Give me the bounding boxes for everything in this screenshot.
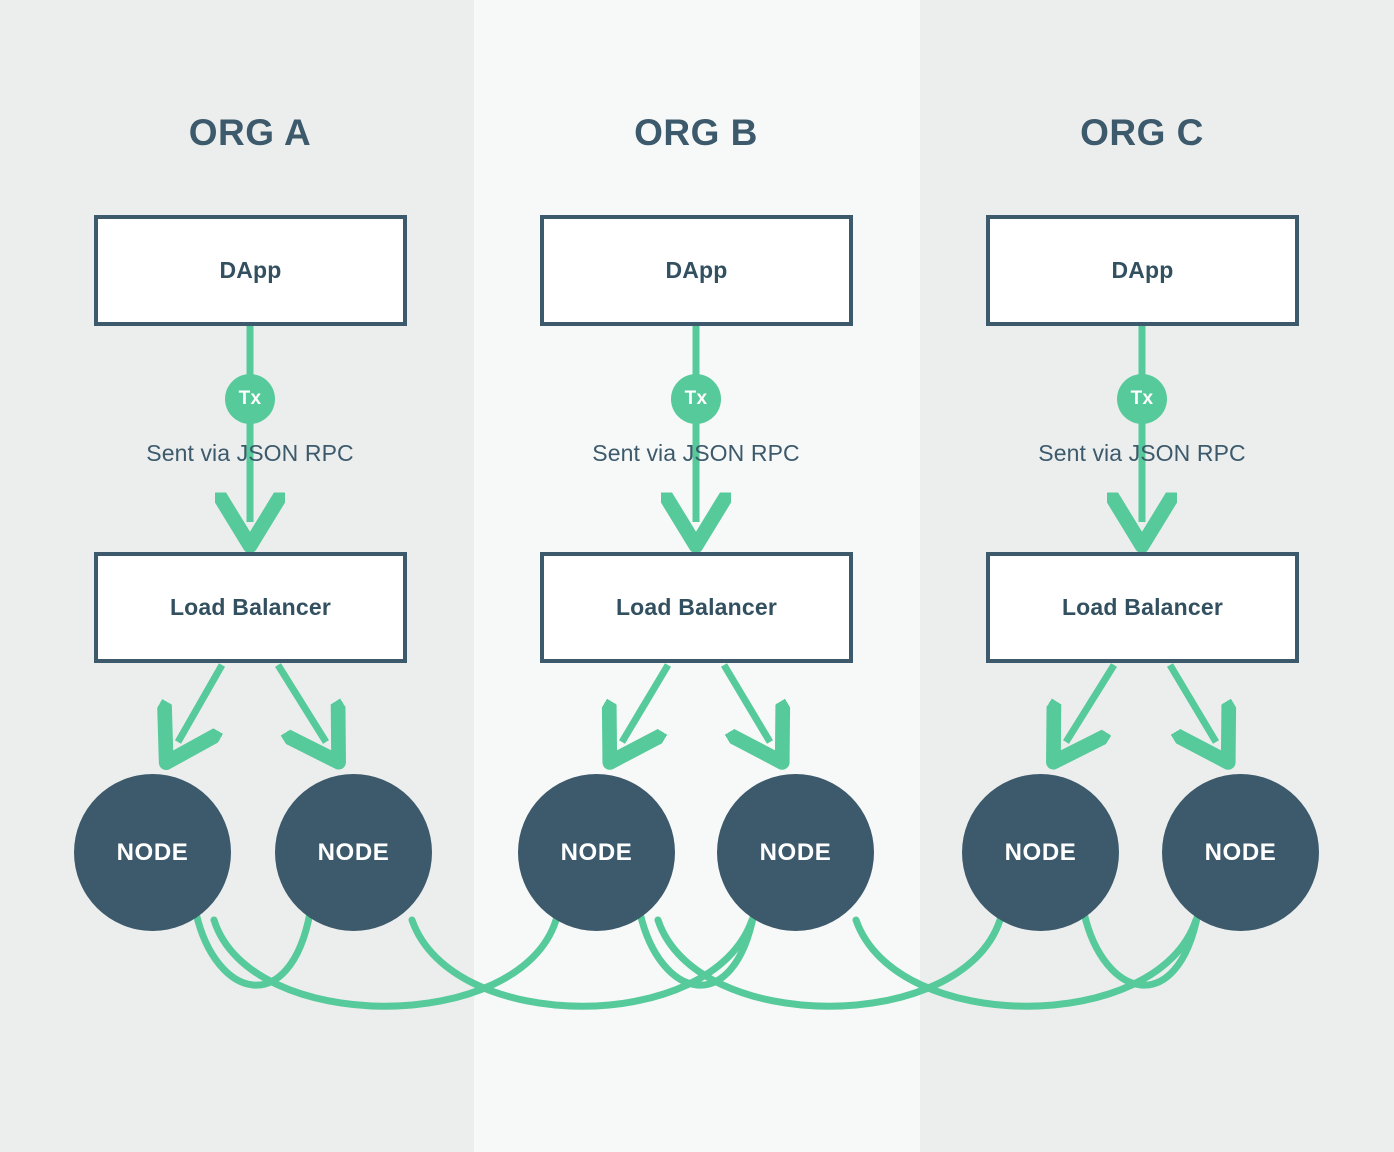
node-label: NODE xyxy=(116,838,189,866)
node-icon-org-a-1[interactable]: NODE xyxy=(74,774,231,931)
load-balancer-label: Load Balancer xyxy=(169,594,332,620)
lb-to-node-arrows-org-a xyxy=(178,663,326,742)
dapp-label: DApp xyxy=(219,257,282,283)
dapp-label: DApp xyxy=(1111,257,1174,283)
tx-badge-label: Tx xyxy=(238,388,262,409)
peer-connection-curve-icon xyxy=(852,916,1200,1010)
peer-connection-curve-icon xyxy=(192,909,314,989)
node-icon-org-c-1[interactable]: NODE xyxy=(962,774,1119,931)
node-icon-org-b-2[interactable]: NODE xyxy=(717,774,874,931)
lb-to-node-arrows-org-b xyxy=(622,663,770,742)
node-label: NODE xyxy=(1204,838,1277,866)
node-icon-org-a-2[interactable]: NODE xyxy=(275,774,432,931)
transaction-badge-icon-org-a: Tx xyxy=(225,374,275,424)
node-label: NODE xyxy=(1004,838,1077,866)
node-label: NODE xyxy=(317,838,390,866)
dapp-label: DApp xyxy=(665,257,728,283)
node-label: NODE xyxy=(560,838,633,866)
dapp-box-org-c[interactable]: DApp xyxy=(986,215,1299,326)
load-balancer-box-org-c[interactable]: Load Balancer xyxy=(986,552,1299,663)
peer-connection-curve-icon xyxy=(636,909,758,989)
rpc-label-org-b: Sent via JSON RPC xyxy=(592,440,800,466)
transaction-badge-icon-org-c: Tx xyxy=(1117,374,1167,424)
load-balancer-label: Load Balancer xyxy=(615,594,778,620)
peer-connection-curve-icon xyxy=(408,916,756,1010)
rpc-label-org-c: Sent via JSON RPC xyxy=(1038,440,1246,466)
peer-connection-curve-icon xyxy=(654,916,1004,1010)
load-balancer-label: Load Balancer xyxy=(1061,594,1224,620)
tx-badge-label: Tx xyxy=(684,388,708,409)
dapp-box-org-b[interactable]: DApp xyxy=(540,215,853,326)
lb-to-node-arrows-org-c xyxy=(1066,663,1216,742)
org-title-a: ORG A xyxy=(188,112,312,153)
peer-connection-curves xyxy=(192,909,1202,1010)
load-balancer-box-org-b[interactable]: Load Balancer xyxy=(540,552,853,663)
peer-connection-curve-icon xyxy=(1080,909,1202,989)
peer-connection-curve-icon xyxy=(210,916,560,1010)
load-balancer-box-org-a[interactable]: Load Balancer xyxy=(94,552,407,663)
tx-badge-label: Tx xyxy=(1130,388,1154,409)
node-icon-org-b-1[interactable]: NODE xyxy=(518,774,675,931)
node-label: NODE xyxy=(759,838,832,866)
node-icon-org-c-2[interactable]: NODE xyxy=(1162,774,1319,931)
org-title-b: ORG B xyxy=(634,112,758,153)
rpc-label-org-a: Sent via JSON RPC xyxy=(146,440,354,466)
dapp-box-org-a[interactable]: DApp xyxy=(94,215,407,326)
org-title-c: ORG C xyxy=(1080,112,1204,153)
transaction-badge-icon-org-b: Tx xyxy=(671,374,721,424)
